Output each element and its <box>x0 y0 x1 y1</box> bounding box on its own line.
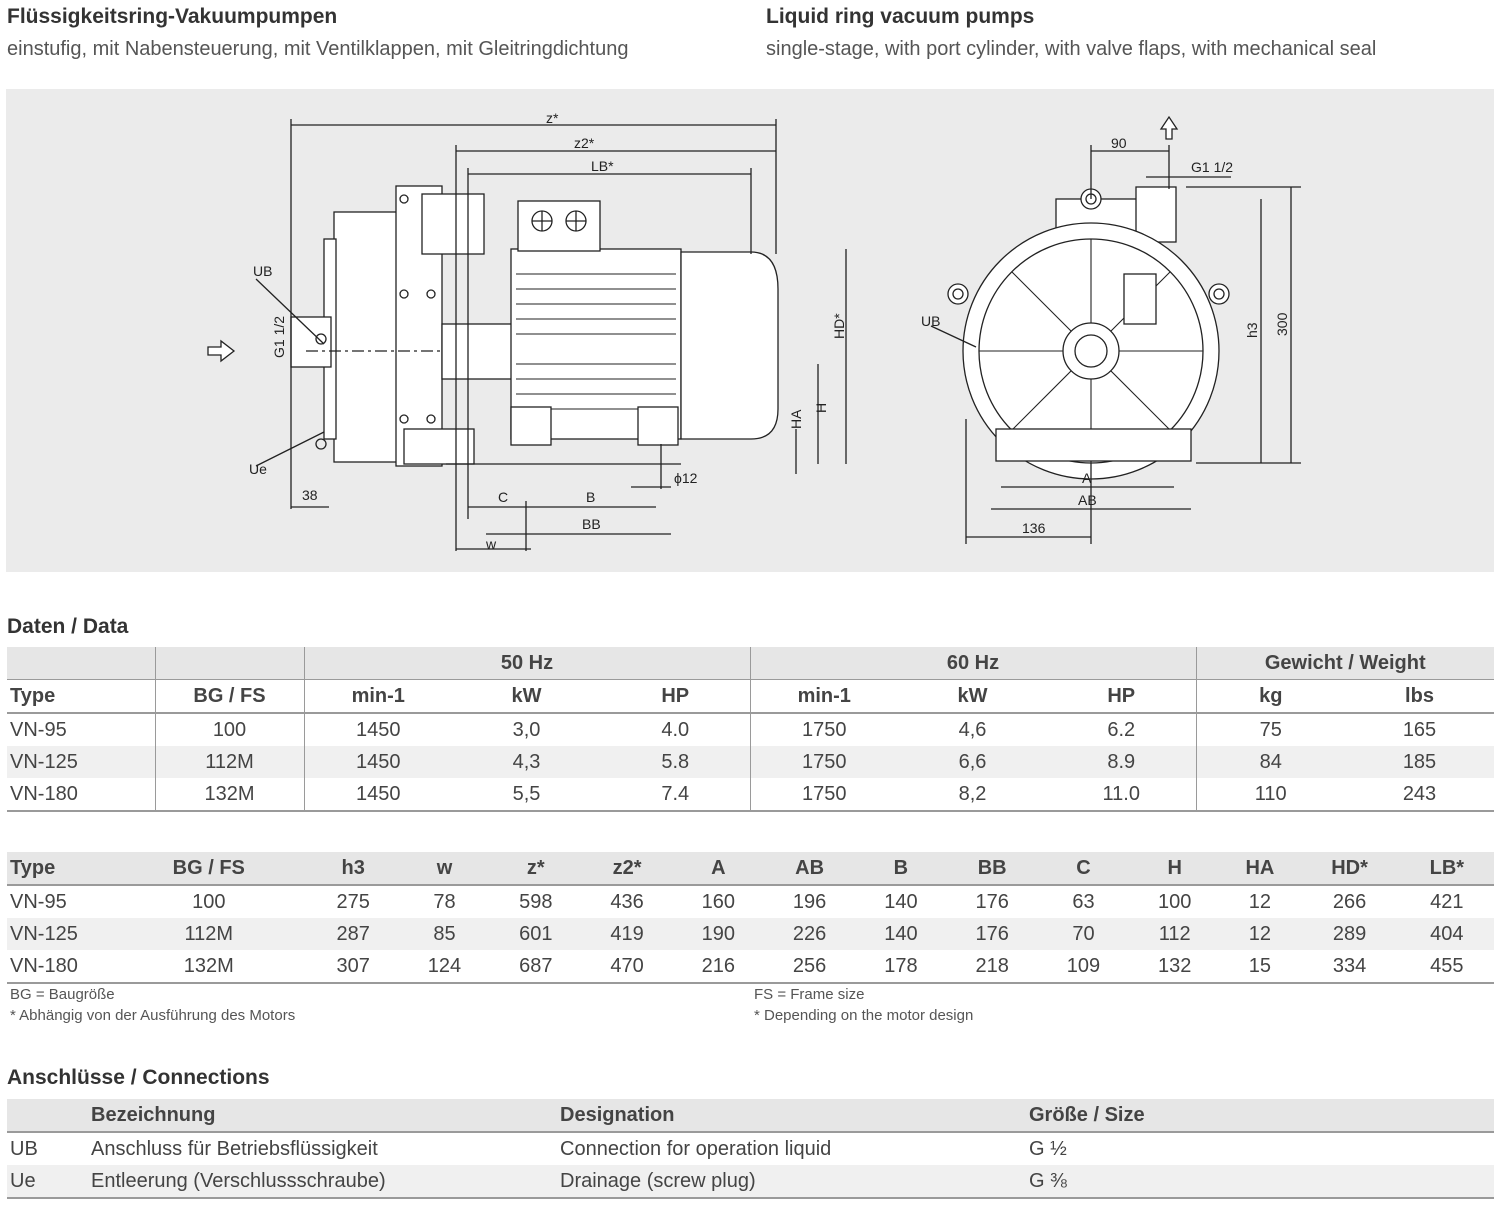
table-row: VN-125 112M 1450 4,3 5.8 1750 6,6 8.9 84… <box>7 746 1494 778</box>
pump-drawing-svg: z* z2* LB* HD* H HA UB Ue G1 1/2 38 C B … <box>207 110 1301 552</box>
note-motor-en: * Depending on the motor design <box>754 1007 974 1024</box>
dim-z: z* <box>546 110 559 126</box>
inlet-arrow <box>207 339 236 363</box>
dim-a: A <box>1082 470 1092 486</box>
col-header: Bezeichnung <box>91 1099 560 1133</box>
table-row: UB Anschluss für Betriebsflüssigkeit Con… <box>10 1137 1067 1160</box>
col-header: z2* <box>581 852 673 886</box>
col-header: kg <box>1195 679 1345 714</box>
dim-38: 38 <box>302 487 318 503</box>
label-g-side: G1 1/2 <box>271 316 287 358</box>
dim-hd: HD* <box>831 313 847 339</box>
data-section-title: Daten / Data <box>7 615 129 638</box>
dim-lb: LB* <box>591 158 614 174</box>
dim-bb: BB <box>582 516 601 532</box>
dim-z2: z2* <box>574 135 595 151</box>
table-row: VN-95 100 275 78 598 436 160 196 140 176… <box>10 890 1464 913</box>
de-subtitle: einstufig, mit Nabensteuerung, mit Venti… <box>7 38 629 60</box>
band-weight: Gewicht / Weight <box>1195 647 1494 680</box>
col-header: C <box>1037 852 1130 886</box>
technical-drawing: z* z2* LB* HD* H HA UB Ue G1 1/2 38 C B … <box>6 89 1494 572</box>
col-header: kW <box>452 679 601 714</box>
en-title: Liquid ring vacuum pumps <box>766 5 1035 28</box>
note-bg: BG = Baugröße <box>10 986 115 1003</box>
terminal-box <box>517 200 601 252</box>
col-header: Type <box>7 679 155 714</box>
col-header: kW <box>898 679 1047 714</box>
dim-136: 136 <box>1022 520 1046 536</box>
table-row: VN-125 112M 287 85 601 419 190 226 140 1… <box>7 918 1494 950</box>
band-60hz: 60 Hz <box>749 647 1196 680</box>
label-ub-side: UB <box>253 263 272 279</box>
connections-table: Bezeichnung Designation Größe / Size UB … <box>7 1099 1494 1199</box>
dimensions-table: Type BG / FS h3 w z* z2* A AB B BB C H H… <box>7 852 1494 984</box>
col-header: min-1 <box>303 679 452 714</box>
col-header: h3 <box>307 852 399 886</box>
band-50hz: 50 Hz <box>303 647 750 680</box>
note-fs: FS = Frame size <box>754 986 865 1003</box>
col-header: LB* <box>1399 852 1494 886</box>
dim-300: 300 <box>1274 312 1290 336</box>
table-row: VN-180 132M 1450 5,5 7.4 1750 8,2 11.0 1… <box>7 778 1494 812</box>
col-header: HP <box>601 679 750 714</box>
col-header: Type <box>7 852 110 886</box>
dim-ha: HA <box>788 409 804 429</box>
col-header: H <box>1129 852 1221 886</box>
dim-phi: ϕ12 <box>674 470 698 486</box>
dim-c: C <box>498 489 508 505</box>
table-row: Ue Entleerung (Verschlussschraube) Drain… <box>7 1165 1494 1199</box>
de-title: Flüssigkeitsring-Vakuumpumpen <box>7 5 338 28</box>
col-header: AB <box>763 852 856 886</box>
dim-w: w <box>485 536 497 552</box>
col-header: Designation <box>560 1099 1029 1133</box>
dim-90: 90 <box>1111 135 1127 151</box>
col-header: BG / FS <box>110 852 308 886</box>
col-header: B <box>855 852 947 886</box>
col-header: z* <box>490 852 582 886</box>
col-header: HD* <box>1299 852 1400 886</box>
dim-b: B <box>586 489 595 505</box>
dim-h: H <box>813 403 829 413</box>
dim-ab: AB <box>1078 492 1097 508</box>
col-header: A <box>672 852 764 886</box>
col-header: HP <box>1047 679 1196 714</box>
col-header: lbs <box>1345 679 1494 714</box>
data-table: 50 Hz 60 Hz Gewicht / Weight Type BG / F… <box>7 647 1494 812</box>
note-motor-de: * Abhängig von der Ausführung des Motors <box>10 1007 296 1024</box>
col-header: Größe / Size <box>1029 1099 1494 1133</box>
fan-cover <box>680 251 779 440</box>
connections-title: Anschlüsse / Connections <box>7 1066 270 1089</box>
table-row: VN-95 100 1450 3,0 4.0 1750 4,6 6.2 75 1… <box>7 713 1494 746</box>
col-header: HA <box>1220 852 1300 886</box>
col-header: min-1 <box>749 679 898 714</box>
col-header: BG / FS <box>154 679 304 714</box>
brand-plate <box>1123 273 1157 325</box>
col-header: w <box>398 852 491 886</box>
col-header: BB <box>946 852 1038 886</box>
label-g-front: G1 1/2 <box>1191 159 1233 175</box>
label-ue-side: Ue <box>249 461 267 477</box>
en-subtitle: single-stage, with port cylinder, with v… <box>766 38 1377 60</box>
outlet-arrow <box>1159 115 1179 140</box>
dim-h3: h3 <box>1244 322 1260 338</box>
label-ub-front: UB <box>921 313 940 329</box>
table-row: VN-180 132M 307 124 687 470 216 256 178 … <box>7 950 1494 984</box>
